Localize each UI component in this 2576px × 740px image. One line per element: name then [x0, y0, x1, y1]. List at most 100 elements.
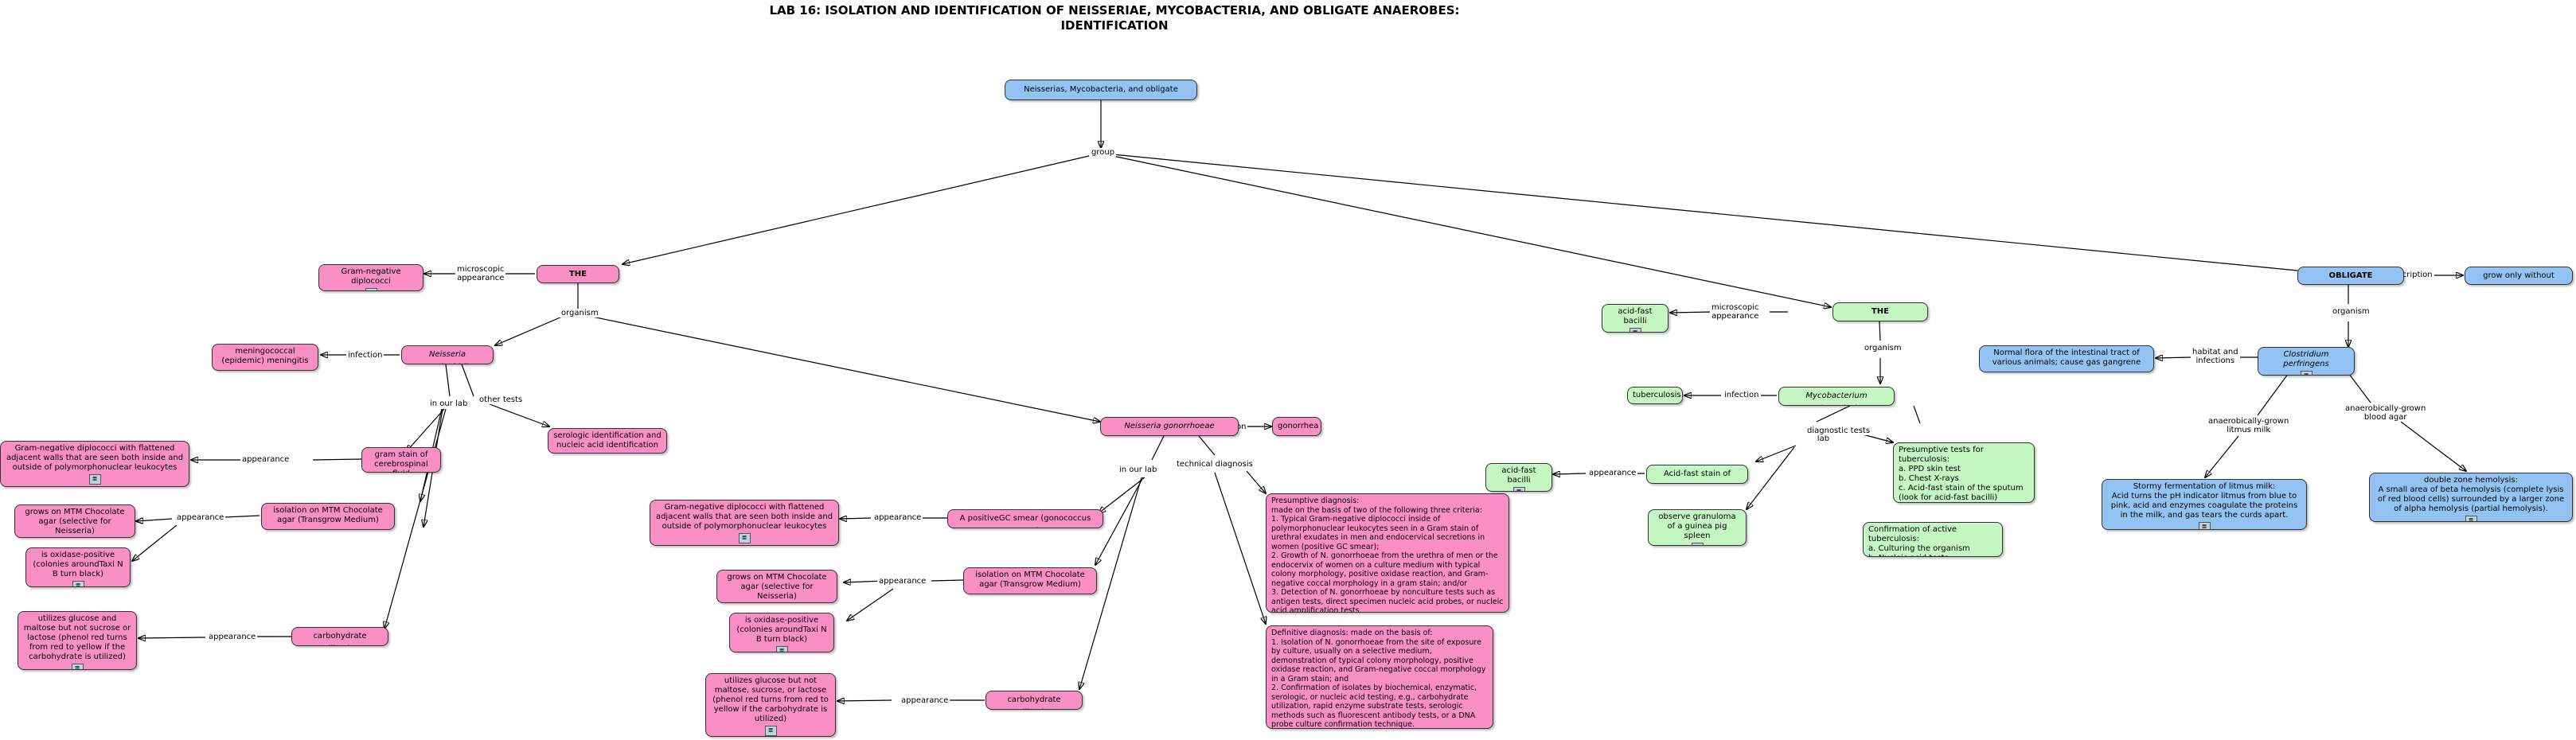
concept-carbohydrate-utilization-2[interactable]: carbohydrate utilization	[986, 691, 1083, 710]
concept-acid-fast-stain-sputum-label: Acid-fast stain of sputum	[1663, 469, 1731, 483]
concept-normal-flora-label: Normal flora of the intestinal tract of …	[1992, 349, 2141, 367]
concept-neisseria-gonorrhoeae[interactable]: Neisseria gonorrhoeae	[1100, 417, 1239, 436]
concept-isolation-mtm-1[interactable]: isolation on MTM Chocolate agar (Transgr…	[261, 503, 395, 530]
concept-serologic-identification-label: serologic identification and nucleic aci…	[553, 431, 662, 450]
concept-stormy-fermentation[interactable]: Stormy fermentation of litmus milk: Acid…	[2102, 479, 2307, 530]
concept-presumptive-diagnosis-label: Presumptive diagnosis: made on the basis…	[1271, 497, 1504, 613]
concept-gn-flattened-walls-2-label: Gram-negative diplococci with flattened …	[655, 503, 833, 531]
link-microscopic-appearance-1: microscopic appearance	[455, 265, 506, 282]
concept-oxidase-positive-2-label: is oxidase-positive (colonies aroundTaxi…	[736, 616, 827, 644]
resource-icon[interactable]: ≣	[2300, 371, 2313, 375]
link-description: description	[2387, 271, 2434, 279]
concept-the-mycobacteria[interactable]: THE MYCOBACTERIA	[1832, 302, 1928, 321]
concept-stormy-fermentation-label: Stormy fermentation of litmus milk: Acid…	[2110, 482, 2298, 520]
link-appearance-6: appearance	[900, 696, 950, 705]
link-technical-diagnosis: technical diagnosis	[1175, 460, 1255, 469]
concept-confirmation-tb[interactable]: Confirmation of active tuberculosis: a. …	[1863, 522, 2003, 557]
resource-icon[interactable]: ≣	[71, 664, 84, 669]
resource-icon[interactable]: ≣	[2198, 522, 2211, 529]
concept-acid-fast-bacilli-2[interactable]: acid-fast bacilli ≣	[1485, 463, 1552, 492]
concept-clostridium-perfringens-label: Clostridium perfringens	[2283, 350, 2329, 368]
concept-observe-granuloma[interactable]: observe granuloma of a guinea pig spleen…	[1648, 509, 1747, 546]
concept-gram-stain-csf[interactable]: gram stain of cerebrospinal fluid	[361, 447, 441, 473]
concept-tuberculosis-label: tuberculosis	[1633, 391, 1681, 399]
concept-the-neisseriae[interactable]: THE NEISSERIAE	[537, 265, 619, 283]
concept-neisseria-meningitidis-label: Neisseria meningitidis	[423, 350, 472, 364]
concept-oxidase-positive-1-label: is oxidase-positive (colonies aroundTaxi…	[33, 551, 123, 578]
concept-obligate-anaerobes-label: OBLIGATE ANAEROBES	[2324, 271, 2379, 284]
resource-icon[interactable]: ≣	[88, 474, 101, 485]
link-organism-3: organism	[2331, 307, 2371, 316]
concept-carbohydrate-utilization-1[interactable]: carbohydrate utilization	[291, 627, 388, 646]
link-microscopic-appearance-2: microscopic appearance	[1710, 303, 1761, 321]
concept-meningococcal-meningitis[interactable]: meningococcal (epidemic) meningitis	[212, 344, 318, 371]
concept-utilizes-glucose-and-maltose-label: utilizes glucose and maltose but not suc…	[23, 614, 131, 661]
concept-grows-mtm-1[interactable]: grows on MTM Chocolate agar (selective f…	[14, 504, 135, 538]
link-group: group	[1090, 148, 1117, 157]
concept-oxidase-positive-1[interactable]: is oxidase-positive (colonies aroundTaxi…	[25, 547, 131, 587]
concept-acid-fast-bacilli-1[interactable]: acid-fast bacilli ≣	[1602, 304, 1669, 333]
concept-utilizes-glucose-only-label: utilizes glucose but not maltose, sucros…	[712, 676, 829, 723]
concept-utilizes-glucose-only[interactable]: utilizes glucose but not maltose, sucros…	[705, 673, 836, 737]
link-infection-1: infection	[346, 351, 384, 360]
concept-root[interactable]: Neisserias, Mycobacteria, and obligate a…	[1005, 80, 1197, 100]
concept-acid-fast-stain-sputum[interactable]: Acid-fast stain of sputum	[1646, 465, 1748, 484]
concept-mycobacterium-tuberculosis[interactable]: Mycobacterium tuberculosis	[1778, 387, 1895, 406]
link-organism-1: organism	[560, 309, 600, 317]
concept-presumptive-tests-tb[interactable]: Presumptive tests for tuberculosis: a. P…	[1893, 442, 2035, 503]
concept-positive-gc-smear-label: A positiveGC smear (gonococcus smear)	[959, 514, 1091, 528]
resource-icon[interactable]: ≣	[1512, 487, 1525, 491]
resource-icon[interactable]: ≣	[1691, 543, 1704, 545]
link-appearance-4: appearance	[872, 513, 923, 522]
link-litmus-milk: anaerobically-grown litmus milk	[2207, 417, 2291, 434]
concept-serologic-identification[interactable]: serologic identification and nucleic aci…	[548, 428, 667, 454]
concept-grows-mtm-2[interactable]: grows on MTM Chocolate agar (selective f…	[716, 570, 837, 603]
concept-double-zone-hemolysis[interactable]: double zone hemolysis: A small area of b…	[2369, 473, 2573, 522]
resource-icon[interactable]: ≣	[775, 646, 788, 652]
concept-gonorrhea[interactable]: gonorrhea	[1272, 417, 1321, 436]
link-habitat-and-infections: habitat and infections	[2191, 348, 2240, 365]
concept-gn-flattened-walls-1-label: Gram-negative diplococci with flattened …	[6, 444, 184, 472]
link-diagnostic-tests: diagnostic tests	[1805, 426, 1872, 435]
resource-icon[interactable]: ≣	[764, 726, 777, 736]
concept-presumptive-tests-tb-label: Presumptive tests for tuberculosis: a. P…	[1899, 446, 2024, 502]
link-appearance-1: appearance	[240, 455, 291, 464]
link-blood-agar: anaerobically-grown blood agar	[2344, 404, 2428, 422]
concept-acid-fast-bacilli-2-label: acid-fast bacilli	[1501, 466, 1536, 485]
resource-icon[interactable]: ≣	[1629, 328, 1641, 332]
concept-gram-negative-diplococci[interactable]: Gram-negative diplococci ≣	[318, 264, 423, 291]
concept-gn-flattened-walls-2[interactable]: Gram-negative diplococci with flattened …	[650, 500, 839, 546]
concept-gram-negative-diplococci-label: Gram-negative diplococci	[341, 267, 401, 286]
resource-icon[interactable]: ≣	[2465, 516, 2477, 521]
concept-clostridium-perfringens[interactable]: Clostridium perfringens ≣	[2258, 347, 2355, 376]
concept-presumptive-diagnosis[interactable]: Presumptive diagnosis: made on the basis…	[1266, 493, 1509, 613]
resource-icon[interactable]: ≣	[72, 581, 84, 586]
concept-carbohydrate-utilization-2-label: carbohydrate utilization	[1007, 695, 1061, 709]
concept-grow-only-without-oxygen-label: grow only without oxygen	[2483, 271, 2555, 284]
concept-isolation-mtm-2[interactable]: isolation on MTM Chocolate agar (Transgr…	[963, 567, 1097, 594]
concept-gram-stain-csf-label: gram stain of cerebrospinal fluid	[374, 450, 428, 472]
concept-oxidase-positive-2[interactable]: is oxidase-positive (colonies aroundTaxi…	[729, 613, 834, 652]
concept-grow-only-without-oxygen[interactable]: grow only without oxygen	[2465, 267, 2573, 285]
concept-obligate-anaerobes[interactable]: OBLIGATE ANAEROBES	[2297, 267, 2404, 285]
link-other-tests: other tests	[478, 395, 525, 404]
concept-normal-flora[interactable]: Normal flora of the intestinal tract of …	[1979, 345, 2154, 372]
concept-acid-fast-bacilli-1-label: acid-fast bacilli	[1618, 307, 1653, 325]
concept-positive-gc-smear[interactable]: A positiveGC smear (gonococcus smear)	[947, 509, 1103, 528]
concept-definitive-diagnosis[interactable]: Definitive diagnosis: made on the basis …	[1266, 625, 1493, 729]
concept-neisseria-meningitidis[interactable]: Neisseria meningitidis	[401, 345, 494, 364]
concept-tuberculosis[interactable]: tuberculosis	[1627, 387, 1683, 404]
concept-gn-flattened-walls-1[interactable]: Gram-negative diplococci with flattened …	[0, 441, 189, 487]
link-appearance-5: appearance	[877, 577, 928, 586]
link-in-our-lab-2: in our lab	[1118, 465, 1159, 474]
resource-icon[interactable]: ≣	[365, 288, 377, 290]
concept-gonorrhea-label: gonorrhea	[1278, 422, 1319, 430]
resource-icon[interactable]: ≣	[738, 533, 751, 543]
concept-mycobacterium-tuberculosis-label: Mycobacterium tuberculosis	[1805, 391, 1868, 405]
concept-neisseria-gonorrhoeae-label: Neisseria gonorrhoeae	[1124, 422, 1215, 430]
link-in-our-lab-1: in our lab	[428, 399, 470, 408]
concept-utilizes-glucose-and-maltose[interactable]: utilizes glucose and maltose but not suc…	[18, 611, 137, 670]
concept-grows-mtm-2-label: grows on MTM Chocolate agar (selective f…	[727, 573, 827, 601]
concept-carbohydrate-utilization-1-label: carbohydrate utilization	[313, 632, 367, 645]
link-organism-2: organism	[1863, 344, 1903, 352]
